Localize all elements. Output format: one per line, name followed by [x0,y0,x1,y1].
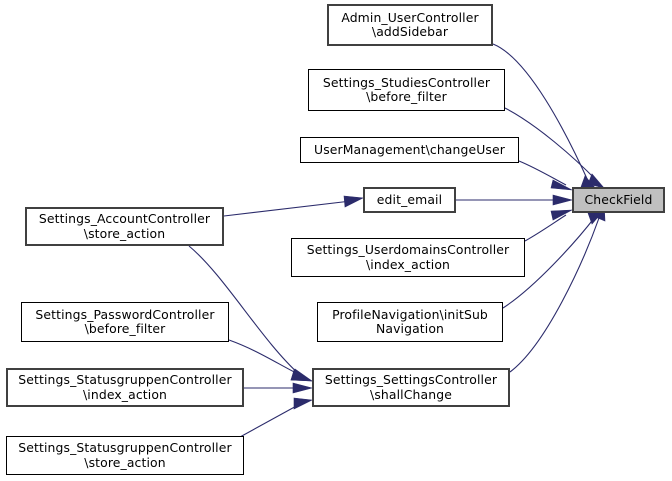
edge-settings_statusgruppen_index_action-to-settings_settings_shallchange [244,382,314,394]
graph-node-usermanagement_changeuser[interactable]: UserManagement\changeUser [300,137,519,163]
graph-node-label: Admin_UserController \addSidebar [341,9,479,39]
edge-settings_password_before_filter-to-settings_settings_shallchange [228,339,314,382]
graph-node-label: Settings_AccountController \store_action [38,211,211,241]
graph-node-settings_statusgruppen_store_action[interactable]: Settings_StatusgruppenController \store_… [6,436,244,475]
edge-settings_userdomains_index_action-to-checkfield [524,209,573,242]
edge-edit_email-to-checkfield [456,194,574,206]
graph-node-label: Settings_StatusgruppenController \store_… [18,440,232,470]
arrowhead-icon [552,194,574,206]
graph-node-settings_password_before_filter[interactable]: Settings_PasswordController \before_filt… [21,302,229,342]
graph-node-settings_userdomains_index_action[interactable]: Settings_UserdomainsController \index_ac… [291,238,525,277]
edge-settings_statusgruppen_store_action-to-settings_settings_shallchange [239,397,314,438]
graph-node-label: Settings_SettingsController \shallChange [324,372,498,402]
arrowhead-icon [587,173,605,189]
arrowhead-icon [550,209,573,221]
edge-line [509,217,600,373]
edge-admin_user_addsidebar-to-checkfield [492,43,598,191]
edge-line [518,160,567,186]
edge-line [188,245,301,376]
edge-usermanagement_changeuser-to-checkfield [518,160,573,191]
graph-node-admin_user_addsidebar[interactable]: Admin_UserController \addSidebar [327,4,493,46]
graph-node-label: Settings_UserdomainsController \index_ac… [306,242,510,272]
graph-node-label: edit_email [376,191,443,207]
edge-settings_studies_before_filter-to-checkfield [504,107,605,189]
graph-node-label: Settings_StudiesController \before_filte… [322,74,491,104]
arrowhead-icon [343,195,365,208]
graph-node-settings_statusgruppen_index_action[interactable]: Settings_StatusgruppenController \index_… [6,368,244,407]
graph-node-label: CheckField [584,191,653,207]
arrowhead-icon [290,368,314,382]
graph-node-checkfield[interactable]: CheckField [572,187,665,213]
graph-node-settings_studies_before_filter[interactable]: Settings_StudiesController \before_filte… [308,69,505,111]
arrowhead-icon [292,382,314,394]
edge-settings_settings_shallchange-to-checkfield [509,201,606,373]
edge-line [504,107,598,182]
graph-node-edit_email[interactable]: edit_email [363,187,456,213]
graph-node-profilenavigation_initsubnavigation[interactable]: ProfileNavigation\initSub Navigation [317,302,503,342]
graph-node-label: Settings_StatusgruppenController \index_… [18,372,232,402]
arrowhead-icon [293,397,314,410]
edge-settings_account_store_action-to-edit_email [223,195,365,217]
graph-node-label: Settings_PasswordController \before_filt… [35,306,215,336]
graph-node-label: ProfileNavigation\initSub Navigation [332,306,488,336]
edge-line [524,214,567,242]
edge-line [502,216,596,309]
edge-line [223,200,352,217]
graph-node-settings_account_store_action[interactable]: Settings_AccountController \store_action [25,207,224,246]
edge-line [239,403,301,438]
graph-node-label: UserManagement\changeUser [314,141,505,157]
graph-node-settings_settings_shallchange[interactable]: Settings_SettingsController \shallChange [312,368,510,407]
arrowhead-icon [550,179,573,191]
